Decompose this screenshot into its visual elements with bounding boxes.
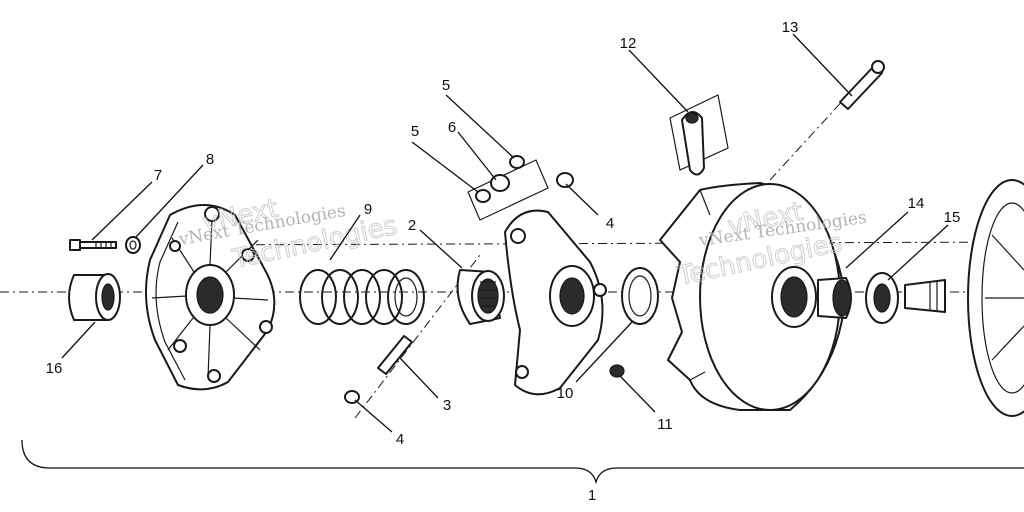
cover-plate: [145, 204, 276, 391]
weight-part-12: [669, 94, 729, 176]
roller-set-parts-5-6: [467, 155, 574, 221]
bolt-part-7: [69, 239, 117, 251]
o-ring-part-10: [621, 267, 659, 325]
leader-lines: [61, 33, 949, 433]
nut-part-11: [609, 364, 625, 378]
callout-6: 6: [448, 119, 456, 136]
fixed-sheave-with-shaft: [904, 179, 1024, 417]
pin-part-3: [344, 335, 413, 404]
moveable-sheave: [659, 182, 846, 411]
callout-8: 8: [206, 151, 214, 168]
assembly-bracket: [21, 439, 1024, 485]
callout-14: 14: [908, 195, 925, 212]
callout-12: 12: [620, 35, 637, 52]
callout-5-upper: 5: [442, 77, 450, 94]
callout-4-upper: 4: [606, 215, 614, 232]
threaded-hub-part-2: [456, 269, 505, 325]
washer-part-8: [125, 236, 141, 254]
callout-1: 1: [588, 487, 596, 504]
callout-11: 11: [657, 416, 673, 433]
spider-flange: [504, 209, 607, 396]
callout-5-lower: 5: [411, 123, 419, 140]
callout-7: 7: [154, 167, 162, 184]
callout-16: 16: [46, 360, 63, 377]
callout-9: 9: [364, 201, 372, 218]
bushing-part-14: [817, 277, 852, 319]
callout-10: 10: [557, 385, 574, 402]
callout-labels: 1 2 3 4 4 5 5 6 7 8 9 10 11 12 13 14 15 …: [46, 19, 961, 504]
callout-13: 13: [782, 19, 799, 36]
callout-4-lower: 4: [396, 431, 404, 448]
washer-part-15: [865, 272, 899, 324]
callout-3: 3: [443, 397, 451, 414]
bushing-part-16: [68, 273, 121, 321]
callout-15: 15: [944, 209, 961, 226]
spring-part-9: [299, 269, 425, 325]
long-bolt-part-13: [839, 60, 885, 110]
callout-2: 2: [408, 217, 416, 234]
